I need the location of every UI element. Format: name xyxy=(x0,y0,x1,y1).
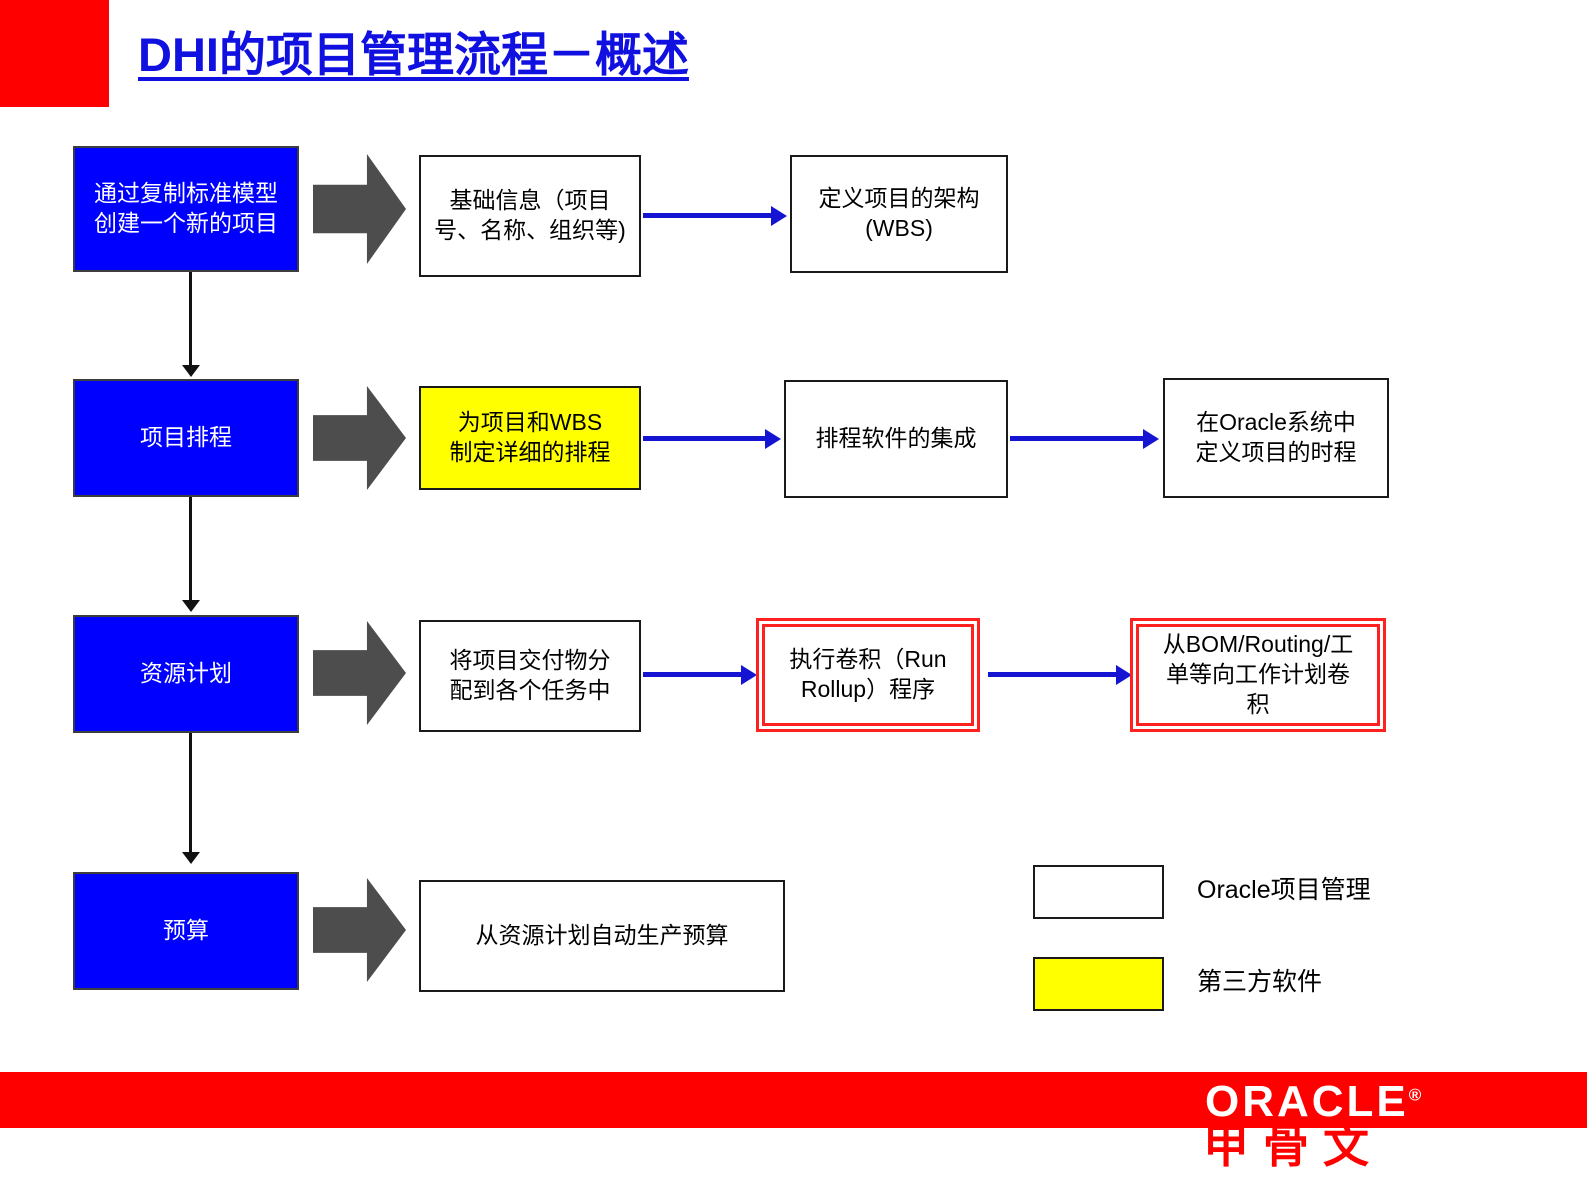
legend-swatch-third-party xyxy=(1033,957,1164,1011)
step-box-label: 为项目和WBS 制定详细的排程 xyxy=(449,409,611,465)
step-box-detailed-schedule[interactable]: 为项目和WBS 制定详细的排程 xyxy=(419,386,641,490)
step-box-bom-routing-rollup[interactable]: 从BOM/Routing/工 单等向工作计划卷 积 xyxy=(1130,618,1386,732)
step-box-assign-deliverables[interactable]: 将项目交付物分 配到各个任务中 xyxy=(419,620,641,732)
oracle-logo-wordmark: ORACLE® xyxy=(1205,1077,1424,1127)
header-accent-block xyxy=(0,0,109,107)
step-box-define-wbs[interactable]: 定义项目的架构 (WBS) xyxy=(790,155,1008,273)
stage-box-create-project[interactable]: 通过复制标准模型创建一个新的项目 xyxy=(73,146,299,272)
footer-bar xyxy=(0,1072,1587,1128)
stage-connector-3-4 xyxy=(189,733,192,853)
stage-connector-2-3 xyxy=(189,497,192,601)
block-arrow-icon-row3 xyxy=(313,621,406,725)
stage-box-resource-plan[interactable]: 资源计划 xyxy=(73,615,299,733)
connector-arrow-row3-2 xyxy=(988,672,1118,677)
oracle-logo-text: ORACLE xyxy=(1205,1077,1409,1126)
legend-label-third-party: 第三方软件 xyxy=(1197,968,1323,996)
step-box-label: 执行卷积（Run Rollup）程序 xyxy=(789,646,947,702)
step-box-label: 基础信息（项目号、名称、组织等) xyxy=(434,187,626,243)
oracle-logo-chinese: 甲骨文 xyxy=(1203,1120,1383,1172)
step-box-basic-info[interactable]: 基础信息（项目号、名称、组织等) xyxy=(419,155,641,277)
step-box-run-rollup[interactable]: 执行卷积（Run Rollup）程序 xyxy=(756,618,980,732)
stage-box-label: 预算 xyxy=(163,917,209,944)
trademark-icon: ® xyxy=(1408,1085,1425,1105)
page-title: DHI的项目管理流程－概述 xyxy=(138,28,689,81)
stage-box-scheduling[interactable]: 项目排程 xyxy=(73,379,299,497)
step-box-label: 从BOM/Routing/工 单等向工作计划卷 积 xyxy=(1162,631,1354,717)
stage-box-label: 通过复制标准模型创建一个新的项目 xyxy=(94,180,278,236)
stage-box-label: 项目排程 xyxy=(140,424,232,451)
step-box-label: 在Oracle系统中 定义项目的时程 xyxy=(1195,409,1357,465)
step-box-label: 将项目交付物分 配到各个任务中 xyxy=(449,647,611,703)
step-box-auto-budget[interactable]: 从资源计划自动生产预算 xyxy=(419,880,785,992)
stage-box-budget[interactable]: 预算 xyxy=(73,872,299,990)
step-box-label: 定义项目的架构 (WBS) xyxy=(818,185,980,241)
legend-label-oracle: Oracle项目管理 xyxy=(1197,876,1371,904)
legend-swatch-oracle xyxy=(1033,865,1164,919)
stage-box-label: 资源计划 xyxy=(140,660,232,687)
step-box-label: 从资源计划自动生产预算 xyxy=(475,922,729,949)
step-box-schedule-integration[interactable]: 排程软件的集成 xyxy=(784,380,1008,498)
connector-arrow-row1-1 xyxy=(643,213,773,218)
block-arrow-icon-row4 xyxy=(313,878,406,982)
connector-arrow-row2-1 xyxy=(643,436,767,441)
connector-arrow-row2-2 xyxy=(1010,436,1145,441)
block-arrow-icon-row1 xyxy=(313,154,406,264)
connector-arrow-row3-1 xyxy=(643,672,743,677)
step-box-oracle-timeline[interactable]: 在Oracle系统中 定义项目的时程 xyxy=(1163,378,1389,498)
step-box-label: 排程软件的集成 xyxy=(815,425,977,452)
block-arrow-icon-row2 xyxy=(313,386,406,490)
stage-connector-1-2 xyxy=(189,272,192,366)
